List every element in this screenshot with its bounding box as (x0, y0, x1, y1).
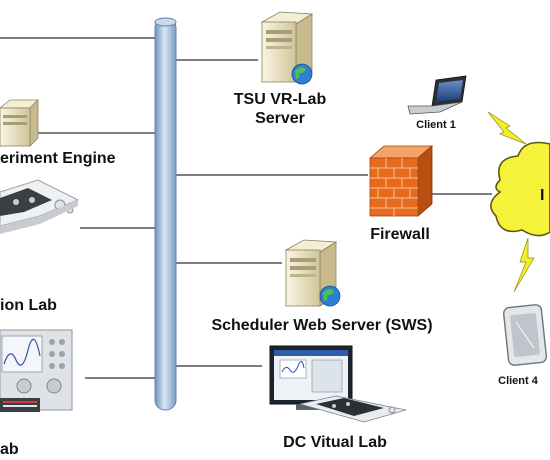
internet-cloud-icon (490, 141, 550, 237)
client4-label: Client 4 (498, 375, 539, 387)
server-icon (0, 99, 39, 147)
scheduler-label: Scheduler Web Server (SWS) (211, 317, 432, 334)
workstation-icon (269, 345, 407, 423)
wireless-link-icon (513, 237, 535, 293)
tsu-server-label-line2: Server (255, 110, 305, 127)
bottom-left-lab-label: ab (0, 441, 19, 458)
firewall-label: Firewall (370, 226, 430, 243)
tablet-icon (502, 304, 548, 366)
server-icon (260, 11, 314, 85)
experiment-engine-label: eriment Engine (0, 150, 116, 167)
lab-device-icon (0, 179, 80, 234)
network-backbone (154, 17, 177, 411)
client1-label: Client 1 (416, 119, 456, 131)
server-icon (284, 239, 341, 307)
instrument-panel-icon (0, 329, 73, 412)
wireless-link-icon (487, 111, 527, 145)
dc-lab-label: DC Vitual Lab (283, 434, 387, 451)
tsu-server-label-line1: TSU VR-Lab (234, 91, 327, 108)
simulation-lab-label: ion Lab (0, 297, 57, 314)
firewall-icon (368, 145, 434, 217)
internet-label: I (540, 187, 544, 204)
laptop-icon (407, 75, 467, 115)
